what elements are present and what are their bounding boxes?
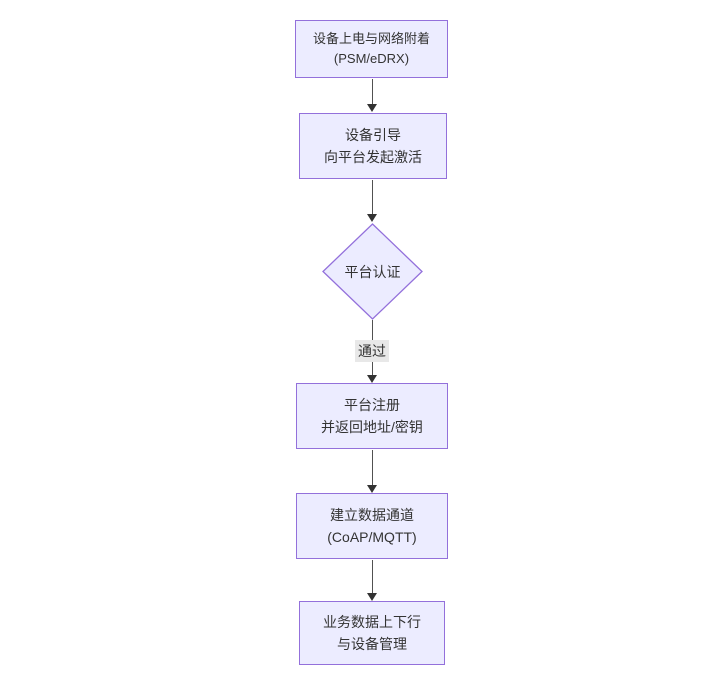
edge-line xyxy=(371,79,373,105)
arrowhead-down-icon xyxy=(367,214,377,222)
node-power-attach: 设备上电与网络附着 (PSM/eDRX) xyxy=(295,20,448,78)
diamond-shape-icon xyxy=(322,223,423,320)
edge-label-pass: 通过 xyxy=(355,340,389,362)
edge-line xyxy=(371,180,373,215)
arrowhead-down-icon xyxy=(367,593,377,601)
node-platform-register-label: 平台注册 并返回地址/密钥 xyxy=(321,397,423,435)
arrowhead-down-icon xyxy=(367,485,377,493)
node-bootstrap-label: 设备引导 向平台发起激活 xyxy=(324,127,422,165)
node-data-channel-label: 建立数据通道 (CoAP/MQTT) xyxy=(327,507,417,545)
decision-platform-auth: 平台认证 xyxy=(322,223,423,320)
node-business-data: 业务数据上下行 与设备管理 xyxy=(299,601,445,665)
edge-line xyxy=(371,450,373,486)
node-bootstrap: 设备引导 向平台发起激活 xyxy=(299,113,447,179)
node-power-attach-label: 设备上电与网络附着 (PSM/eDRX) xyxy=(312,31,430,66)
node-platform-register: 平台注册 并返回地址/密钥 xyxy=(296,383,448,449)
arrowhead-down-icon xyxy=(367,375,377,383)
node-business-data-label: 业务数据上下行 与设备管理 xyxy=(323,614,421,652)
edge-line xyxy=(371,560,373,594)
decision-platform-auth-label: 平台认证 xyxy=(344,263,401,280)
node-data-channel: 建立数据通道 (CoAP/MQTT) xyxy=(296,493,448,559)
arrowhead-down-icon xyxy=(367,104,377,112)
